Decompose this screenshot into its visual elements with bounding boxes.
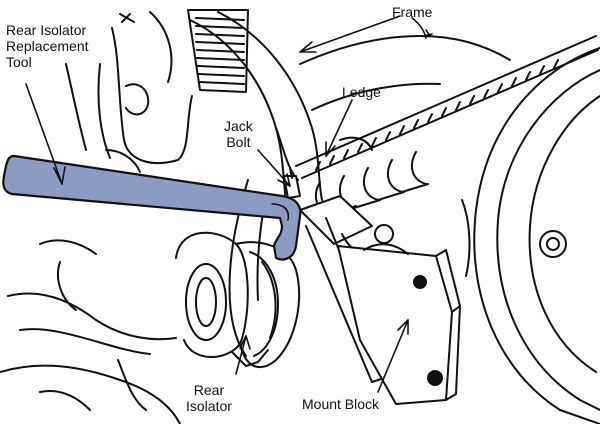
label-frame: Frame <box>392 4 433 20</box>
label-rear-isolator-replacement-tool: Rear Isolator Replacement Tool <box>6 22 89 70</box>
label-line: Jack <box>224 118 253 134</box>
label-line: Rear <box>193 382 225 398</box>
rear-isolator-shape <box>175 231 301 369</box>
grille <box>187 9 249 93</box>
label-rear-isolator: Rear Isolator <box>186 382 232 414</box>
replacement-tool-shape <box>2 154 302 261</box>
mount-block-shape <box>337 243 461 405</box>
label-jack-bolt: Jack Bolt <box>224 118 253 150</box>
ledge-belt <box>295 35 599 215</box>
engine-body <box>0 11 193 424</box>
pulley <box>461 47 600 424</box>
jack-bolt-assembly <box>283 167 394 383</box>
label-line: Replacement <box>6 38 89 54</box>
label-line: Bolt <box>226 134 251 150</box>
label-line: Tool <box>6 54 32 70</box>
leader-lines <box>25 15 433 393</box>
label-ledge: Ledge <box>342 84 381 100</box>
label-mount-block: Mount Block <box>302 396 380 412</box>
label-line: Isolator <box>186 398 232 414</box>
label-line: Rear Isolator <box>6 22 87 38</box>
